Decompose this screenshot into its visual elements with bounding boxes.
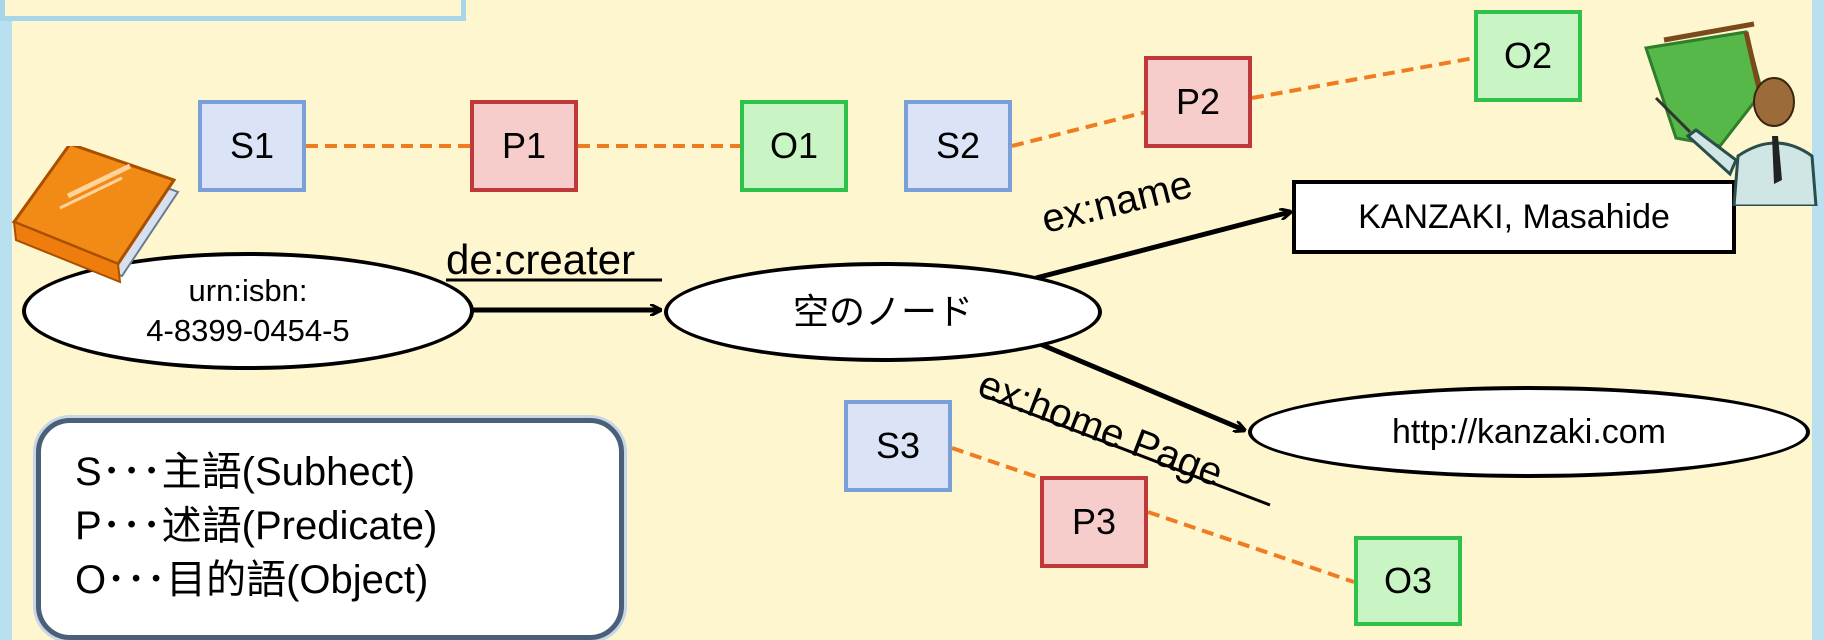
legend-box: S･･･主語(Subhect) P･･･述語(Predicate) O･･･目的… [36, 418, 624, 640]
legend-subject: S･･･主語(Subhect) [75, 450, 416, 494]
dash-s3-p3 [951, 446, 1041, 480]
predicate-p2: P2 [1144, 56, 1252, 148]
dash-s2-p2 [1011, 110, 1147, 148]
object-o2: O2 [1474, 10, 1582, 102]
name-object-box: KANZAKI, Masahide [1292, 180, 1736, 254]
arrow-homepage [1039, 341, 1244, 430]
presenter-icon [1644, 21, 1818, 206]
object-o3: O3 [1354, 536, 1462, 626]
legend-object: O･･･目的語(Object) [75, 558, 429, 602]
subject-uri-line2: 4-8399-0454-5 [146, 313, 350, 348]
edge-label-creator: de:creater [446, 236, 636, 283]
book-icon [11, 146, 180, 284]
object-o1: O1 [740, 100, 848, 192]
blank-node: 空のノード [664, 262, 1102, 362]
legend-predicate: P･･･述語(Predicate) [75, 504, 438, 548]
predicate-p3: P3 [1040, 476, 1148, 568]
subject-uri-line1: urn:isbn: [188, 272, 308, 308]
dash-p3-o3 [1147, 510, 1355, 584]
arrow-name [1035, 212, 1290, 281]
title-box-edge [0, 0, 466, 21]
subject-s1: S1 [198, 100, 306, 192]
predicate-p1: P1 [470, 100, 578, 192]
subject-s2: S2 [904, 100, 1012, 192]
subject-s3: S3 [844, 400, 952, 492]
homepage-object-node: http://kanzaki.com [1248, 386, 1810, 478]
dash-p2-o2 [1251, 56, 1475, 100]
